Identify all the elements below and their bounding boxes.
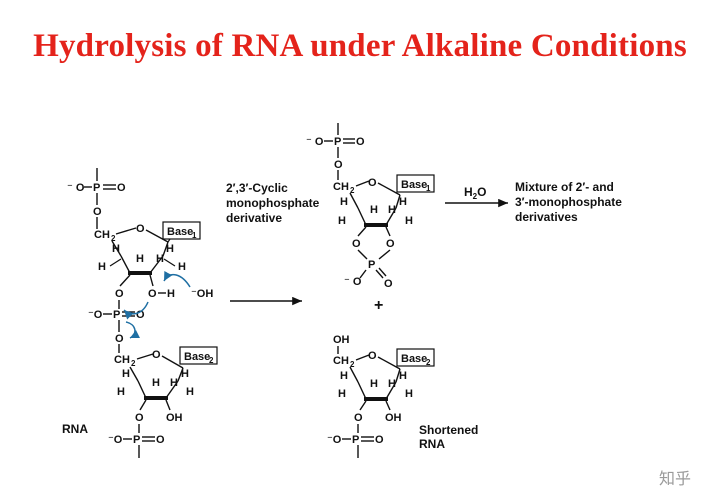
svg-text:O: O bbox=[156, 434, 165, 446]
mixture-label-2: 3′-monophosphate bbox=[515, 195, 622, 209]
svg-text:CH: CH bbox=[94, 229, 110, 241]
svg-text:H: H bbox=[136, 253, 144, 265]
svg-text:H: H bbox=[388, 378, 396, 390]
rna-label: RNA bbox=[62, 422, 88, 436]
cyclic-phosphate-structure: ⁻ O P O O CH 2 O H H H H H H Base 1 O O … bbox=[306, 123, 435, 290]
svg-text:H: H bbox=[186, 386, 194, 398]
svg-text:P: P bbox=[334, 136, 341, 148]
mixture-label-1: Mixture of 2′- and bbox=[515, 180, 614, 194]
svg-text:H: H bbox=[405, 215, 413, 227]
svg-text:H: H bbox=[122, 368, 130, 380]
svg-text:O: O bbox=[152, 349, 161, 361]
shortened-label-1: Shortened bbox=[419, 423, 478, 437]
svg-text:P: P bbox=[133, 434, 140, 446]
shortened-label-2: RNA bbox=[419, 437, 445, 451]
svg-text:H: H bbox=[340, 370, 348, 382]
base1-label: Base bbox=[167, 226, 193, 238]
svg-text:O: O bbox=[368, 177, 377, 189]
svg-text:⁻ O: ⁻ O bbox=[344, 276, 362, 288]
svg-text:O: O bbox=[352, 238, 361, 250]
page-title: Hydrolysis of RNA under Alkaline Conditi… bbox=[33, 28, 687, 64]
svg-text:2: 2 bbox=[111, 234, 116, 243]
svg-text:H: H bbox=[152, 377, 160, 389]
svg-text:O: O bbox=[136, 309, 145, 321]
svg-text:H: H bbox=[156, 253, 164, 265]
svg-text:O: O bbox=[384, 278, 393, 290]
svg-text:O: O bbox=[93, 206, 102, 218]
svg-text:2: 2 bbox=[209, 356, 214, 365]
cyclic-label-2: monophosphate bbox=[226, 196, 320, 210]
svg-text:H: H bbox=[338, 388, 346, 400]
svg-text:2: 2 bbox=[350, 360, 355, 369]
svg-text:O: O bbox=[356, 136, 365, 148]
shortened-rna-structure: OH CH 2 O H H H H H H Base 2 O OH ⁻O P O bbox=[327, 334, 435, 458]
svg-text:2: 2 bbox=[350, 186, 355, 195]
svg-text:O: O bbox=[148, 288, 157, 300]
svg-text:O: O bbox=[334, 159, 343, 171]
svg-text:H: H bbox=[167, 288, 175, 300]
cyclic-label-3: derivative bbox=[226, 211, 282, 225]
svg-text:⁻ O: ⁻ O bbox=[67, 182, 85, 194]
svg-text:⁻O: ⁻O bbox=[327, 434, 342, 446]
plus-sign: + bbox=[374, 297, 383, 314]
svg-text:H: H bbox=[340, 196, 348, 208]
svg-text:CH: CH bbox=[333, 355, 349, 367]
svg-text:O: O bbox=[115, 333, 124, 345]
svg-text:O: O bbox=[135, 412, 144, 424]
svg-text:OH: OH bbox=[385, 412, 402, 424]
svg-text:H: H bbox=[388, 204, 396, 216]
svg-text:H: H bbox=[178, 261, 186, 273]
svg-text:H: H bbox=[117, 386, 125, 398]
svg-text:⁻O: ⁻O bbox=[88, 309, 103, 321]
rna-structure: ⁻ O P O O CH 2 O H H H H H H Base 1 O bbox=[67, 168, 218, 458]
svg-text:P: P bbox=[352, 434, 359, 446]
svg-text:OH: OH bbox=[333, 334, 350, 346]
svg-text:H: H bbox=[399, 370, 407, 382]
watermark-logo: 知乎 bbox=[659, 469, 691, 488]
svg-text:2: 2 bbox=[426, 358, 431, 367]
svg-text:2: 2 bbox=[131, 359, 136, 368]
svg-text:H: H bbox=[166, 243, 174, 255]
svg-text:H: H bbox=[399, 196, 407, 208]
svg-text:H: H bbox=[338, 215, 346, 227]
svg-text:O: O bbox=[136, 223, 145, 235]
svg-text:CH: CH bbox=[114, 354, 130, 366]
svg-text:1: 1 bbox=[192, 231, 197, 240]
mixture-label-3: derivatives bbox=[515, 210, 578, 224]
svg-text:O: O bbox=[386, 238, 395, 250]
svg-text:⁻O: ⁻O bbox=[108, 434, 123, 446]
svg-text:H: H bbox=[181, 368, 189, 380]
svg-text:P: P bbox=[368, 259, 375, 271]
base2-label: Base bbox=[184, 351, 210, 363]
svg-text:P: P bbox=[93, 182, 100, 194]
hydroxide-label: ⁻OH bbox=[191, 288, 213, 300]
svg-text:H: H bbox=[170, 377, 178, 389]
cyclic-label-1: 2′,3′-Cyclic bbox=[226, 181, 288, 195]
svg-text:O: O bbox=[375, 434, 384, 446]
svg-text:O: O bbox=[368, 350, 377, 362]
svg-text:CH: CH bbox=[333, 181, 349, 193]
shortened-base2-label: Base bbox=[401, 353, 427, 365]
svg-text:O: O bbox=[115, 288, 124, 300]
svg-text:O: O bbox=[117, 182, 126, 194]
svg-text:H: H bbox=[405, 388, 413, 400]
svg-text:H: H bbox=[370, 204, 378, 216]
water-label: H2O bbox=[464, 185, 486, 201]
svg-text:1: 1 bbox=[426, 184, 431, 193]
svg-text:H: H bbox=[112, 243, 120, 255]
svg-text:O: O bbox=[354, 412, 363, 424]
svg-text:⁻ O: ⁻ O bbox=[306, 136, 324, 148]
svg-text:OH: OH bbox=[166, 412, 183, 424]
cyclic-base1-label: Base bbox=[401, 179, 427, 191]
svg-text:P: P bbox=[113, 309, 120, 321]
svg-text:H: H bbox=[98, 261, 106, 273]
svg-text:H: H bbox=[370, 378, 378, 390]
